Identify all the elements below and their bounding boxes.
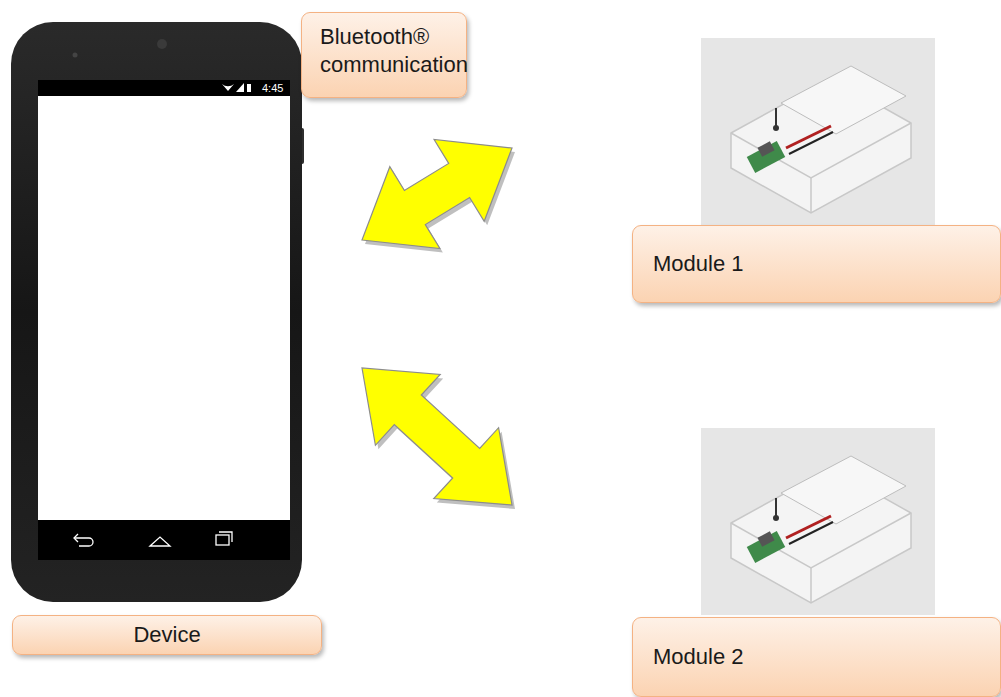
module-photo [701,38,935,225]
label-box: Module 1 [632,225,1001,303]
box-text: Device [21,621,313,649]
box-text: Bluetooth® communication [320,23,448,78]
label-box: Device [12,615,322,655]
bluetooth-arrow [362,368,515,509]
status-time: 4:45 [262,83,283,94]
label-box: Module 2 [632,617,1001,697]
double-arrow [362,140,512,249]
box-text: Module 1 [653,250,980,278]
box-text: Module 2 [653,643,980,671]
module-photo [701,428,935,615]
double-arrow [362,368,512,505]
bluetooth-arrow [362,140,515,253]
phone-illustration [11,22,304,602]
label-box: Bluetooth® communication [301,12,467,98]
